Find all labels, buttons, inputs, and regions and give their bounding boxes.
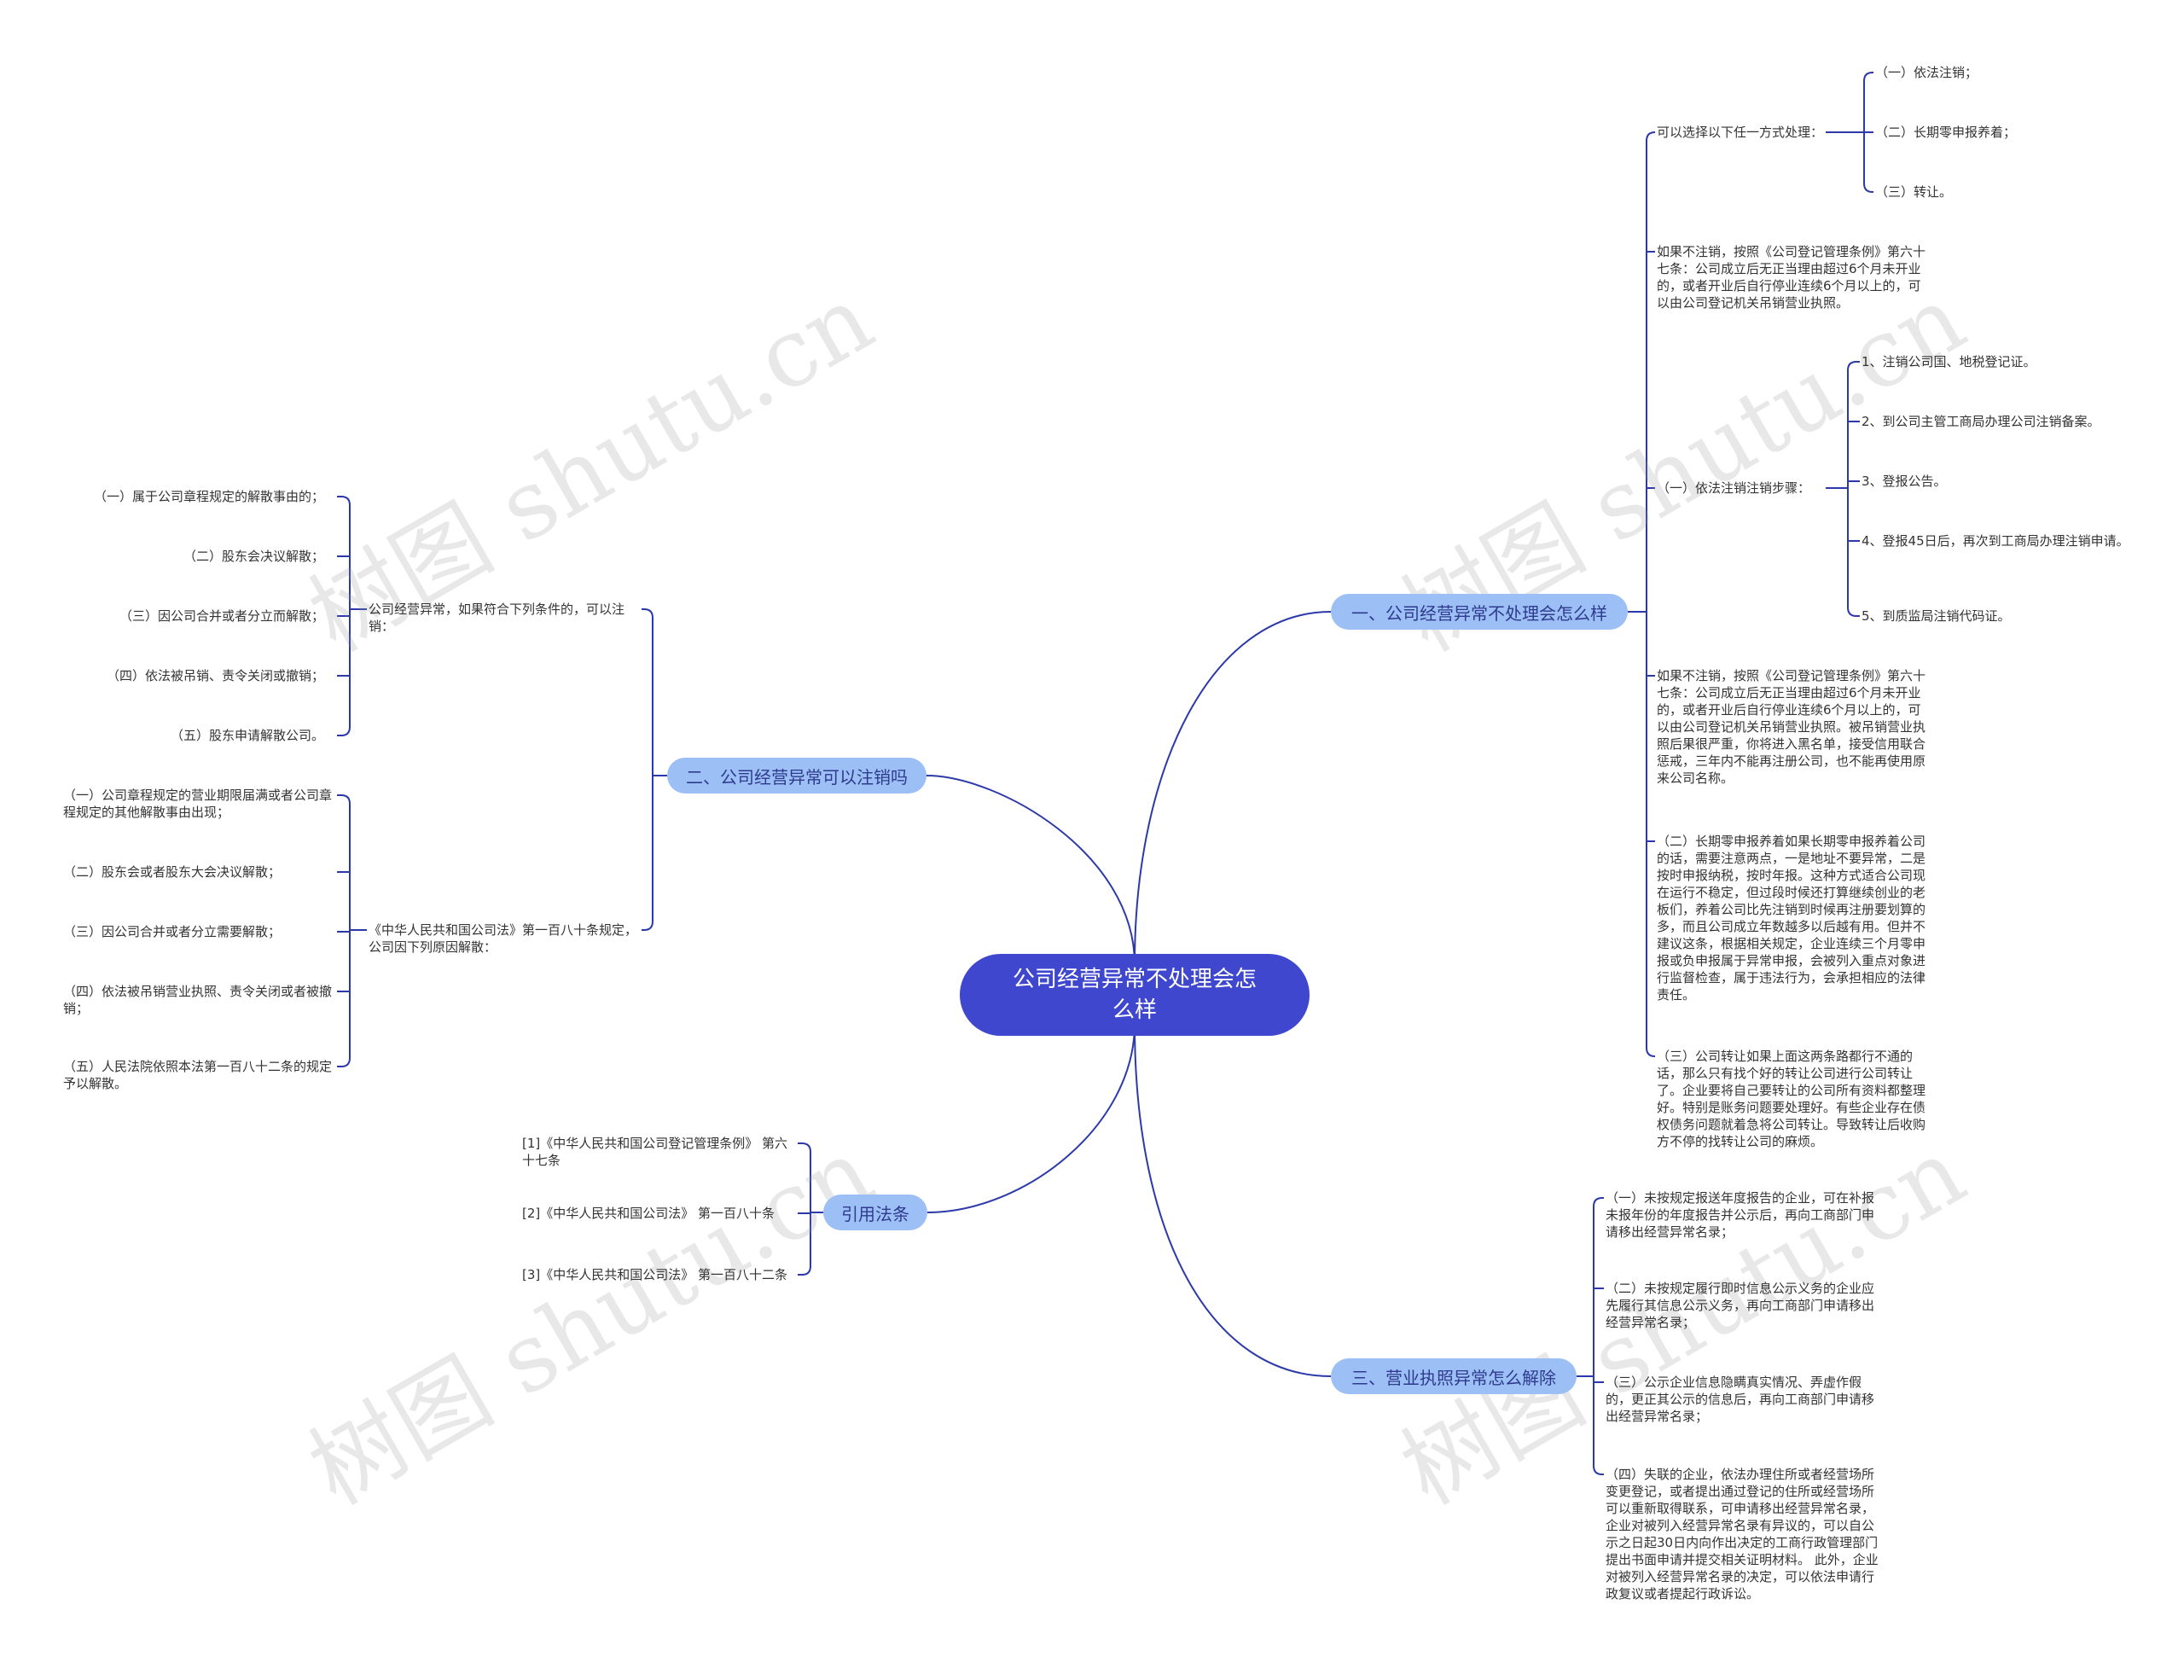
connector — [798, 1212, 811, 1276]
choose-item: （一）依法注销； — [1875, 65, 1978, 80]
removal-item: （四）失联的企业，依法办理住所或者经营场所变更登记，或者提出通过登记的住所或经营… — [1606, 1467, 1879, 1602]
step-item: 1、注销公司国、地税登记证。 — [1862, 354, 2036, 369]
citation-item: [1]《中华人民共和国公司登记管理条例》 第六十七条 — [522, 1136, 788, 1168]
connector — [1593, 1197, 1604, 1376]
connector — [1863, 72, 1873, 132]
step-item: 5、到质监局注销代码证。 — [1862, 608, 2011, 624]
condition-item: （三）因公司合并或者分立而解散； — [119, 608, 324, 624]
condition-label: 公司经营异常，如果符合下列条件的，可以注销： — [369, 602, 625, 634]
connector — [642, 608, 653, 776]
law-item: （三）因公司合并或者分立需要解散； — [63, 924, 282, 939]
connector — [642, 776, 653, 931]
citation-item: [3]《中华人民共和国公司法》 第一百八十二条 — [522, 1267, 788, 1282]
condition-item: （一）属于公司章程规定的解散事由的； — [93, 489, 324, 504]
connector — [337, 930, 351, 1067]
connector — [1134, 1023, 1332, 1377]
connector — [1134, 611, 1332, 965]
connector — [337, 794, 351, 930]
connector — [926, 1023, 1136, 1213]
law-item: （二）股东会或者股东大会决议解散； — [63, 864, 282, 880]
connector — [1847, 361, 1860, 488]
choose-label: 可以选择以下任一方式处理： — [1657, 125, 1824, 140]
choose-item: （三）转让。 — [1875, 184, 1953, 200]
condition-item: （二）股东会决议解散； — [183, 549, 324, 564]
removal-item: （一）未按规定报送年度报告的企业，可在补报未报年份的年度报告并公示后，再向工商部… — [1606, 1190, 1875, 1240]
removal-item: （三）公示企业信息隐瞒真实情况、弄虚作假的，更正其公示的信息后，再向工商部门申请… — [1606, 1375, 1875, 1424]
root-node[interactable]: 公司经营异常不处理会怎么样 — [960, 954, 1310, 1036]
connector — [1646, 612, 1656, 1057]
branch-node-2[interactable]: 二、公司经营异常可以注销吗 — [667, 758, 926, 793]
step-item: 4、登报45日后，再次到工商局办理注销申请。 — [1862, 533, 2129, 549]
steps-label: （一）依法注销注销步骤： — [1657, 480, 1811, 496]
branch-node-1[interactable]: 一、公司经营异常不处理会怎么样 — [1331, 594, 1628, 630]
step-item: 3、登报公告。 — [1862, 474, 1947, 489]
branch-node-4[interactable]: 三、营业执照异常怎么解除 — [1331, 1358, 1577, 1394]
branch-node-3[interactable]: 引用法条 — [823, 1195, 927, 1230]
citation-item: [2]《中华人民共和国公司法》 第一百八十条 — [522, 1206, 775, 1221]
law-item: （一）公司章程规定的营业期限届满或者公司章程规定的其他解散事由出现； — [63, 788, 333, 820]
connector — [1847, 488, 1860, 617]
choose-item: （二）长期零申报养着； — [1875, 125, 2017, 140]
connector — [798, 1142, 811, 1212]
paragraph: 如果不注销，按照《公司登记管理条例》第六十七条：公司成立后无正当理由超过6个月未… — [1657, 668, 1926, 786]
law-item: （五）人民法院依照本法第一百八十二条的规定予以解散。 — [63, 1059, 333, 1091]
paragraph: （三）公司转让如果上面这两条路都行不通的话，那么只有找个好的转让公司进行公司转让… — [1657, 1049, 1926, 1149]
connector — [1646, 131, 1656, 612]
removal-item: （二）未按规定履行即时信息公示义务的企业应先履行其信息公示义务，再向工商部门申请… — [1606, 1281, 1875, 1330]
connector — [1593, 1376, 1604, 1475]
step-item: 2、到公司主管工商局办理公司注销备案。 — [1862, 414, 2100, 429]
law-item: （四）依法被吊销营业执照、责令关闭或者被撤销； — [63, 984, 333, 1016]
connector — [1863, 132, 1873, 193]
connector — [337, 496, 351, 609]
law-label: 《中华人民共和国公司法》第一百八十条规定，公司因下列原因解散： — [369, 922, 638, 955]
connector — [337, 609, 351, 736]
connector — [926, 775, 1136, 965]
condition-item: （五）股东申请解散公司。 — [170, 728, 324, 743]
paragraph: 如果不注销，按照《公司登记管理条例》第六十七条：公司成立后无正当理由超过6个月未… — [1657, 244, 1926, 311]
condition-item: （四）依法被吊销、责令关闭或撤销； — [106, 668, 324, 683]
paragraph: （二）长期零申报养着如果长期零申报养着公司的话，需要注意两点，一是地址不要异常，… — [1657, 834, 1926, 1003]
